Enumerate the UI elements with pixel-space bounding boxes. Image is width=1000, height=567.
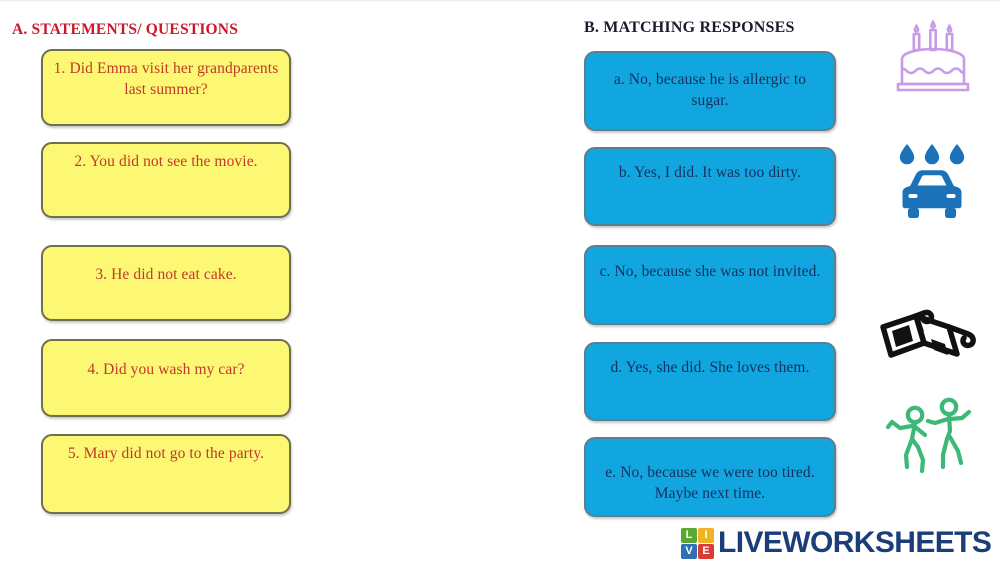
logo-cell-v: V [681, 543, 697, 559]
section-a-heading: A. STATEMENTS/ QUESTIONS [12, 21, 239, 38]
3d-glasses-icon [876, 305, 986, 383]
logo-cell-i: I [698, 527, 714, 543]
liveworksheets-logo-blocks: L I V E [681, 527, 714, 559]
statement-card-2[interactable]: 2. You did not see the movie. [41, 142, 291, 218]
statement-card-5-text: 5. Mary did not go to the party. [67, 445, 265, 462]
response-card-b-text: b. Yes, I did. It was too dirty. [618, 164, 802, 181]
car-wash-icon [889, 140, 975, 226]
logo-cell-e: E [698, 543, 714, 559]
statement-card-1-text: 1. Did Emma visit her grandparents last … [53, 60, 279, 98]
statement-card-3[interactable]: 3. He did not eat cake. [41, 245, 291, 321]
birthday-cake-icon [893, 13, 973, 101]
statement-card-4-text: 4. Did you wash my car? [87, 361, 245, 378]
response-card-c[interactable]: c. No, because she was not invited. [584, 245, 836, 325]
liveworksheets-logo: L I V E LIVEWORKSHEETS [681, 526, 992, 559]
liveworksheets-wordmark: LIVEWORKSHEETS [718, 526, 992, 559]
response-card-e-text: e. No, because we were too tired. Maybe … [605, 464, 815, 502]
response-card-e[interactable]: e. No, because we were too tired. Maybe … [584, 437, 836, 517]
section-b-heading: B. MATCHING RESPONSES [584, 19, 795, 36]
dancing-people-icon [884, 393, 980, 481]
response-card-c-text: c. No, because she was not invited. [599, 263, 821, 280]
statement-card-3-text: 3. He did not eat cake. [95, 266, 237, 283]
logo-cell-l: L [681, 527, 697, 543]
statement-card-5[interactable]: 5. Mary did not go to the party. [41, 434, 291, 514]
statement-card-4[interactable]: 4. Did you wash my car? [41, 339, 291, 417]
page-top-divider [0, 0, 1000, 2]
response-card-d[interactable]: d. Yes, she did. She loves them. [584, 342, 836, 421]
response-card-d-text: d. Yes, she did. She loves them. [610, 359, 810, 376]
response-card-a-text: a. No, because he is allergic to sugar. [613, 71, 807, 109]
statement-card-2-text: 2. You did not see the movie. [74, 153, 258, 170]
response-card-b[interactable]: b. Yes, I did. It was too dirty. [584, 147, 836, 226]
response-card-a[interactable]: a. No, because he is allergic to sugar. [584, 51, 836, 131]
statement-card-1[interactable]: 1. Did Emma visit her grandparents last … [41, 49, 291, 126]
